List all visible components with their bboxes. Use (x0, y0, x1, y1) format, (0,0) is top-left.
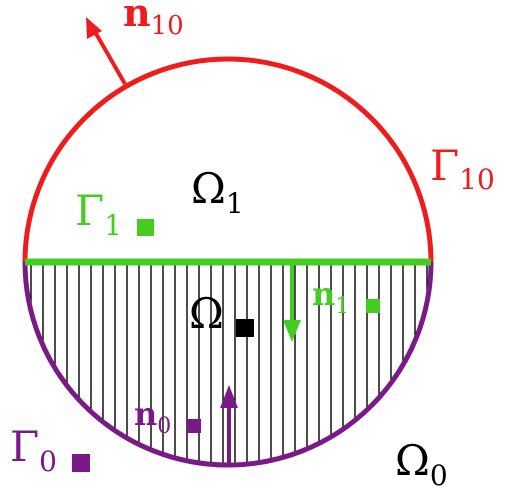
square-symbol (137, 219, 154, 236)
label-n1: n1 (312, 275, 349, 319)
label-gamma0: Γ0 (10, 422, 57, 478)
label-omega0: Ω0 (395, 436, 448, 492)
square-symbol (72, 454, 90, 472)
square-symbol (366, 299, 380, 313)
normal-n10-arrow (86, 17, 127, 85)
label-gamma1: Γ1 (75, 186, 122, 242)
outer-boundary-arc (22, 56, 434, 263)
normal-n0-arrow (220, 385, 238, 464)
square-symbol (187, 419, 201, 433)
label-omega-hatched: Ω (189, 289, 224, 338)
label-n10: n10 (123, 0, 184, 41)
lower-boundary-arc (22, 261, 434, 468)
label-gamma10: Γ10 (430, 141, 495, 196)
square-symbol (236, 319, 254, 337)
label-n0: n0 (134, 395, 171, 439)
label-omega1: Ω1 (191, 164, 244, 220)
normal-n1-arrow (283, 264, 301, 342)
